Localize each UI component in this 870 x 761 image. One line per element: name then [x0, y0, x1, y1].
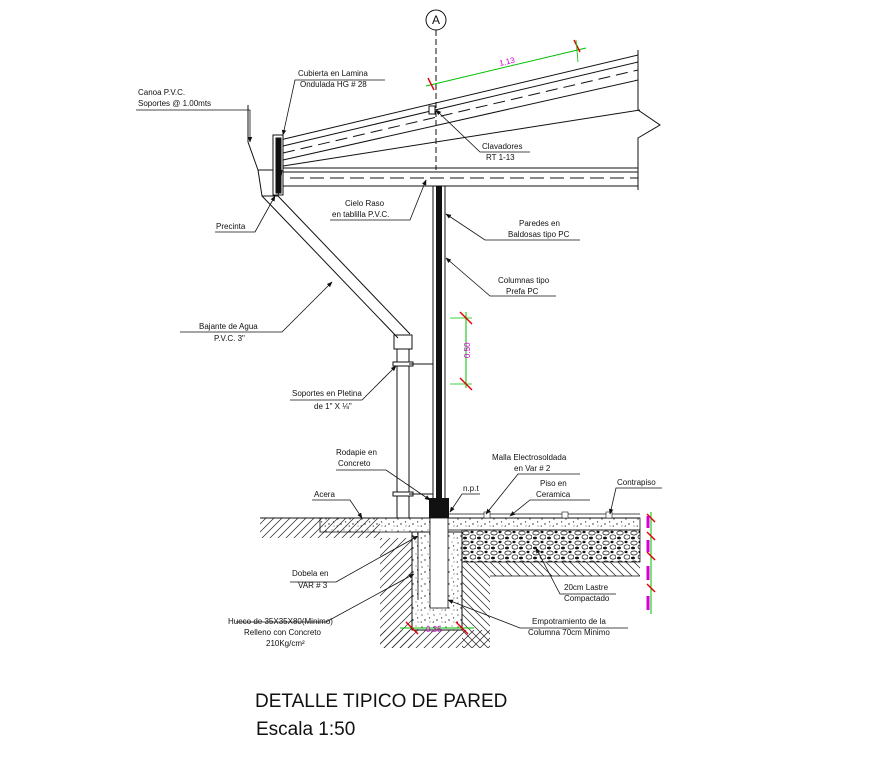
- label-hueco-line1: Hueco de 35X35X80(Minimo): [228, 617, 333, 626]
- footing-width-value: 0.35: [426, 625, 442, 634]
- label-paredes-line2: Baldosas tipo PC: [508, 230, 570, 239]
- dim-roof-spacing: 1.13: [425, 39, 587, 91]
- label-soportes-line1: Soportes en Pletina: [292, 389, 362, 398]
- label-cubierta-line1: Cubierta en Lamina: [298, 69, 368, 78]
- label-columnas-line1: Columnas tipo: [498, 276, 550, 285]
- label-acera: Acera: [314, 490, 335, 499]
- label-hueco-line2: Relleno con Concreto: [244, 628, 321, 637]
- label-columnas-line2: Prefa PC: [506, 287, 539, 296]
- label-malla-line1: Malla Electrosoldada: [492, 453, 567, 462]
- label-empotramiento-line2: Columna 70cm Minimo: [528, 628, 610, 637]
- label-clavadores-line2: RT 1-13: [486, 153, 515, 162]
- label-hueco-line3: 210Kg/cm²: [266, 639, 305, 648]
- label-lastre-line1: 20cm Lastre: [564, 583, 609, 592]
- leader-lines: [136, 79, 662, 629]
- label-dobela-line2: VAR # 3: [298, 581, 328, 590]
- drawing-title: DETALLE TIPICO DE PARED Escala 1:50: [255, 691, 507, 740]
- label-npt: n.p.t: [463, 484, 479, 493]
- roof-spacing-value: 1.13: [498, 56, 516, 68]
- pole-spacing-value: 0.50: [463, 342, 472, 358]
- label-contrapiso: Contrapiso: [617, 478, 656, 487]
- column-wall: [429, 185, 449, 519]
- dim-pole-spacing: 0.50: [450, 311, 473, 391]
- axis-marker-label: A: [432, 13, 440, 27]
- label-paredes-line1: Paredes en: [519, 219, 560, 228]
- title-scale: Escala 1:50: [256, 719, 355, 740]
- title-main: DETALLE TIPICO DE PARED: [255, 691, 507, 712]
- label-piso-line2: Ceramica: [536, 490, 571, 499]
- label-lastre-line2: Compactado: [564, 594, 610, 603]
- label-cielo-line1: Cielo Raso: [345, 199, 385, 208]
- label-dobela-line1: Dobela en: [292, 569, 328, 578]
- label-rodapie-line1: Rodapie en: [336, 448, 377, 457]
- label-empotramiento-line1: Empotramiento de la: [532, 617, 606, 626]
- downpipe: [257, 169, 433, 518]
- dim-footing-width: 0.35: [400, 621, 474, 635]
- ground-foundation: [260, 511, 641, 648]
- label-cubierta-line2: Ondulada HG # 28: [300, 80, 367, 89]
- label-canoa-line1: Canoa P.V.C.: [138, 88, 185, 97]
- dim-right-chain: [646, 512, 656, 614]
- label-canoa-line2: Soportes @ 1.00mts: [138, 99, 211, 108]
- label-bajante-line1: Bajante de Agua: [199, 322, 258, 331]
- label-bajante-line2: P.V.C. 3": [214, 334, 245, 343]
- label-rodapie-line2: Concreto: [338, 459, 371, 468]
- label-malla-line2: en Var # 2: [514, 464, 551, 473]
- label-piso-line1: Piso en: [540, 479, 567, 488]
- axis-a: A: [425, 9, 447, 170]
- label-clavadores-line1: Clavadores: [482, 142, 522, 151]
- label-cielo-line2: en tablilla P.V.C.: [332, 210, 389, 219]
- annotation-labels: Canoa P.V.C. Soportes @ 1.00mts Cubierta…: [138, 69, 656, 648]
- label-soportes-line2: de 1" X ⅛": [314, 402, 352, 411]
- label-precinta: Precinta: [216, 222, 246, 231]
